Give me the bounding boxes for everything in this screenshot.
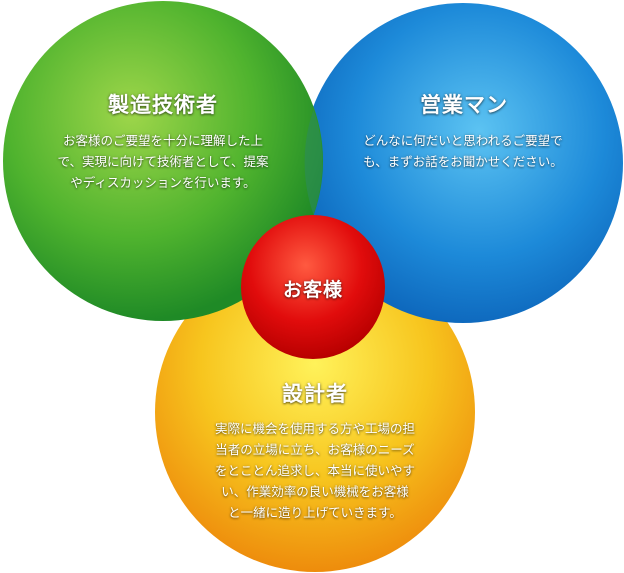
- customer-circle: [241, 215, 385, 359]
- engineer-circle: [3, 1, 323, 321]
- designer-title: 設計者: [282, 382, 348, 406]
- engineer-sales-overlap: [304, 109, 323, 215]
- sales-circle: [303, 3, 623, 323]
- designer-description: 実際に機会を使用する方や工場の担 当者の立場に立ち、お客様のニーズ をとことん追…: [214, 421, 415, 520]
- engineer-description: お客様のご要望を十分に理解した上 で、実現に向けて技術者として、提案 やディスカ…: [57, 133, 269, 190]
- sales-title: 営業マン: [420, 93, 508, 117]
- designer-circle: [155, 252, 475, 572]
- sales-description: どんなに何だいと思われるご要望で も、まずお話をお聞かせください。: [363, 133, 563, 169]
- customer-title: お客様: [282, 279, 343, 301]
- engineer-title: 製造技術者: [108, 93, 218, 117]
